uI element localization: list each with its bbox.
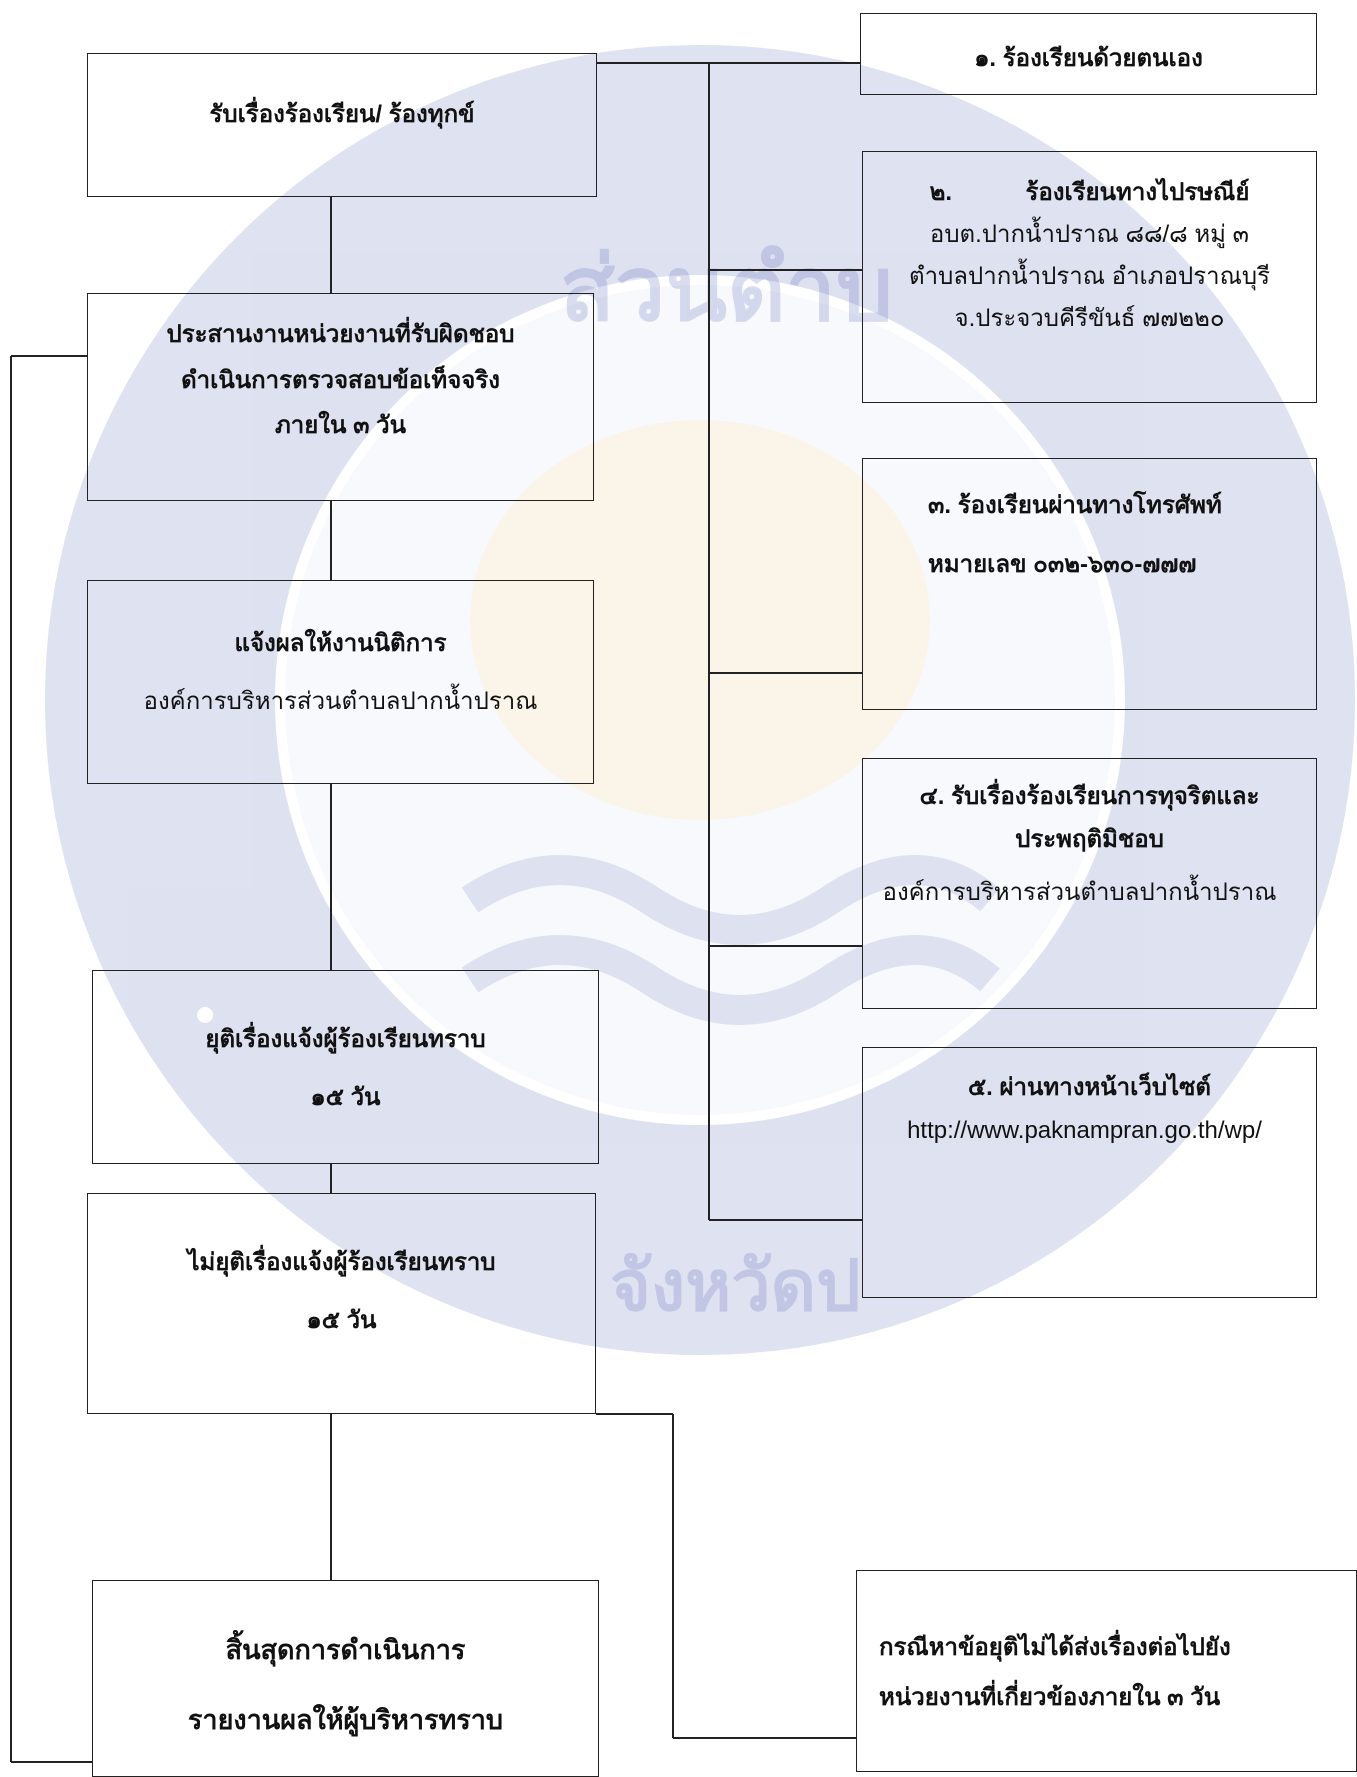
- end-process-line-1: สิ้นสุดการดำเนินการ: [225, 1635, 466, 1665]
- channel-1-box: ๑. ร้องเรียนด้วยตนเอง: [860, 13, 1317, 95]
- unresolved-days: ๑๕ วัน: [306, 1306, 377, 1334]
- forward-line-2: หน่วยงานที่เกี่ยวข้องภายใน ๓ วัน: [879, 1684, 1221, 1712]
- channel-2-address-1: อบต.ปากน้ำปราณ ๘๘/๘ หมู่ ๓: [929, 221, 1250, 248]
- forward-box: กรณีหาข้อยุติไม่ได้ส่งเรื่องต่อไปยัง หน่…: [856, 1570, 1357, 1772]
- channel-5-url[interactable]: http://www.paknampran.go.th/wp/: [907, 1117, 1262, 1145]
- channel-5-box: ๕. ผ่านทางหน้าเว็บไซต์ http://www.paknam…: [862, 1047, 1317, 1298]
- watermark-text-bottom: จังหวัดป: [610, 1245, 861, 1327]
- channel-5-title: ๕. ผ่านทางหน้าเว็บไซต์: [967, 1074, 1212, 1101]
- channel-4-subtitle: องค์การบริหารส่วนตำบลปากน้ำปราณ: [882, 879, 1277, 907]
- coordinate-box: ประสานงานหน่วยงานที่รับผิดชอบ ดำเนินการต…: [87, 293, 594, 501]
- end-process-line-2: รายงานผลให้ผู้บริหารทราบ: [187, 1705, 504, 1736]
- coordinate-line-2: ดำเนินการตรวจสอบข้อเท็จจริง: [181, 366, 500, 394]
- coordinate-line-1: ประสานงานหน่วยงานที่รับผิดชอบ: [166, 321, 515, 348]
- resolved-box: ยุติเรื่องแจ้งผู้ร้องเรียนทราบ ๑๕ วัน: [92, 970, 599, 1164]
- channel-3-box: ๓. ร้องเรียนผ่านทางโทรศัพท์ หมายเลข ๐๓๒-…: [862, 458, 1317, 710]
- channel-1-title: ๑. ร้องเรียนด้วยตนเอง: [974, 45, 1203, 72]
- channel-2-address-2: ตำบลปากน้ำปราณ อำเภอปราณบุรี: [909, 263, 1270, 290]
- channel-3-title: ๓. ร้องเรียนผ่านทางโทรศัพท์: [928, 492, 1222, 519]
- channel-2-title: ร้องเรียนทางไปรษณีย์: [1025, 179, 1250, 206]
- resolved-days: ๑๕ วัน: [310, 1083, 381, 1111]
- coordinate-line-3: ภายใน ๓ วัน: [274, 412, 407, 440]
- notify-legal-subtitle: องค์การบริหารส่วนตำบลปากน้ำปราณ: [143, 687, 538, 715]
- channel-3-phone: หมายเลข ๐๓๒-๖๓๐-๗๗๗: [928, 551, 1197, 579]
- unresolved-box: ไม่ยุติเรื่องแจ้งผู้ร้องเรียนทราบ ๑๕ วัน: [87, 1193, 596, 1414]
- unresolved-title: ไม่ยุติเรื่องแจ้งผู้ร้องเรียนทราบ: [187, 1249, 496, 1276]
- channel-2-box: ๒. ร้องเรียนทางไปรษณีย์ อบต.ปากน้ำปราณ ๘…: [862, 151, 1317, 403]
- watermark-text-top: ส่วนตำบ: [560, 237, 893, 342]
- notify-legal-title: แจ้งผลให้งานนิติการ: [234, 630, 447, 657]
- channel-4-box: ๔. รับเรื่องร้องเรียนการทุจริตและ ประพฤต…: [862, 758, 1317, 1009]
- notify-legal-box: แจ้งผลให้งานนิติการ องค์การบริหารส่วนตำบ…: [87, 580, 594, 784]
- forward-line-1: กรณีหาข้อยุติไม่ได้ส่งเรื่องต่อไปยัง: [879, 1634, 1231, 1661]
- channel-2-address-3: จ.ประจวบคีรีขันธ์ ๗๗๒๒๐: [954, 305, 1225, 332]
- receive-complaint-title: รับเรื่องร้องเรียน/ ร้องทุกข์: [209, 101, 475, 128]
- channel-2-number: ๒.: [929, 179, 953, 206]
- resolved-title: ยุติเรื่องแจ้งผู้ร้องเรียนทราบ: [205, 1026, 486, 1053]
- channel-4-line-1: ๔. รับเรื่องร้องเรียนการทุจริตและ: [919, 783, 1260, 810]
- channel-2-heading: ๒. ร้องเรียนทางไปรษณีย์: [863, 172, 1316, 214]
- end-process-box: สิ้นสุดการดำเนินการ รายงานผลให้ผู้บริหาร…: [92, 1580, 599, 1777]
- receive-complaint-box: รับเรื่องร้องเรียน/ ร้องทุกข์: [87, 53, 597, 197]
- channel-4-line-2: ประพฤติมิชอบ: [1015, 826, 1164, 854]
